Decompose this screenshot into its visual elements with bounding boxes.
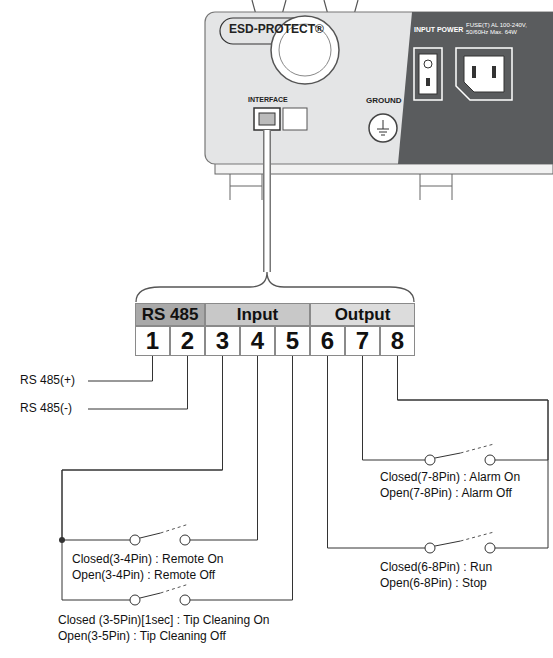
header-cell: RS 485 (135, 303, 205, 326)
power-socket (456, 48, 512, 100)
switch-symbol (130, 584, 190, 605)
switch-note: Open(3-5Pin) : Tip Cleaning Off (58, 630, 226, 644)
socket-pin (492, 66, 496, 78)
rocker (419, 54, 437, 94)
junction-dot (59, 537, 65, 543)
switch-note: Closed(6-8Pin) : Run (380, 561, 492, 575)
wire (62, 356, 293, 600)
node-text: 5 (286, 327, 299, 355)
switch-note: Closed (3-5Pin)[1sec] : Tip Cleaning On (58, 614, 269, 628)
ground-symbol (377, 120, 389, 135)
pin-number: 3 (205, 326, 240, 356)
wire (363, 356, 549, 460)
pin-number: 5 (275, 326, 310, 356)
switch-note: Open(7-8Pin) : Alarm Off (380, 487, 512, 501)
switch-note: Open(6-8Pin) : Stop (380, 577, 487, 591)
rocker-mark (424, 60, 432, 68)
pin-number: 7 (345, 326, 380, 356)
switch-note: Closed(3-4Pin) : Remote On (72, 553, 223, 567)
switch-note: Open(3-4Pin) : Remote Off (72, 569, 215, 583)
node-text: Output (335, 305, 391, 325)
node-text: 1 (146, 327, 159, 355)
signal-name: RS 485(+) (20, 374, 75, 388)
signal-name: RS 485(-) (20, 402, 72, 416)
wire (62, 356, 258, 540)
cable (263, 130, 271, 272)
port-label: INTERFACE (248, 96, 288, 104)
switch-symbol (425, 444, 495, 465)
interface-port (254, 108, 280, 130)
rating-text: FUSE(T) AL 100-240V, 50/60Hz Max. 64W (466, 22, 548, 36)
switch-symbol (130, 524, 190, 545)
pin-number: 2 (170, 326, 205, 356)
panel-label: INPUT POWER (414, 26, 463, 34)
switch-symbol (425, 532, 495, 553)
node-text: 7 (356, 327, 369, 355)
rocker-mark (426, 78, 430, 86)
node-text: 6 (321, 327, 334, 355)
blank-port (283, 108, 307, 130)
wire (88, 356, 153, 381)
cable-core (265, 130, 270, 272)
header-cell: Output (310, 303, 415, 326)
node-text: 4 (251, 327, 264, 355)
housing (205, 12, 553, 164)
socket-pin (472, 66, 476, 78)
node-text: Input (237, 305, 279, 325)
wire (88, 356, 188, 409)
power-switch (414, 48, 442, 100)
node-text: RS 485 (142, 305, 199, 325)
pin-number: 1 (135, 326, 170, 356)
wire (328, 356, 549, 548)
logo: ESD-PROTECT® (229, 23, 324, 37)
pin-number: 6 (310, 326, 345, 356)
socket-face (464, 56, 504, 92)
node-text: 8 (391, 327, 404, 355)
bracket (136, 272, 414, 302)
pin-number: 8 (380, 326, 415, 356)
pin-number: 4 (240, 326, 275, 356)
ground-terminal (369, 114, 397, 142)
node-text: 2 (181, 327, 194, 355)
interface-port-inner (259, 113, 275, 125)
header-cell: Input (205, 303, 310, 326)
power-panel (398, 12, 553, 164)
switch-note: Closed(7-8Pin) : Alarm On (380, 471, 520, 485)
node-text: 3 (216, 327, 229, 355)
port-label: GROUND (366, 96, 402, 105)
